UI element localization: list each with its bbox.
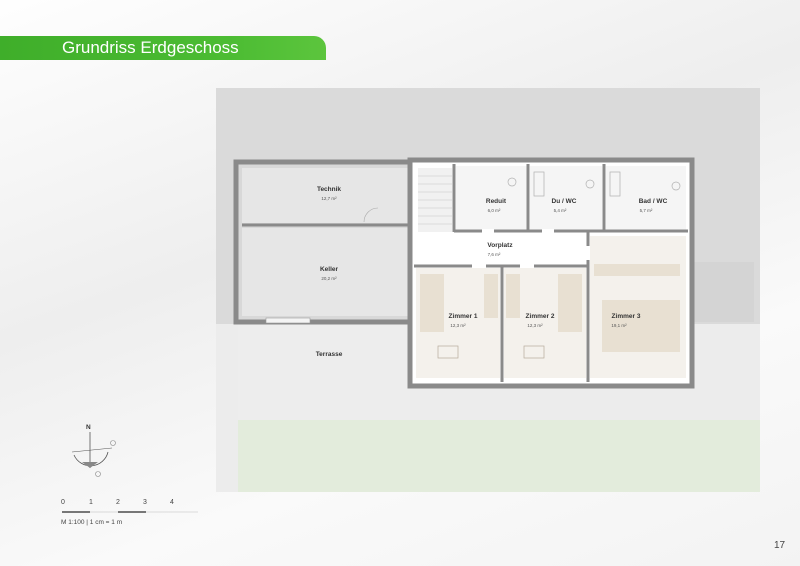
zimmer3-area: 19,1 m² — [611, 323, 627, 328]
technik-room — [242, 168, 408, 223]
compass-north-label: N — [86, 424, 91, 431]
page-title: Grundriss Erdgeschoss — [0, 36, 326, 60]
scale-bar — [62, 511, 198, 513]
zimmer2-label: Zimmer 2 — [526, 313, 555, 320]
scale-tick: 1 — [89, 499, 93, 506]
compass-icon: N — [71, 424, 116, 477]
du-wc-label: Du / WC — [552, 198, 577, 205]
keller-label: Keller — [320, 266, 339, 273]
door-swing — [363, 207, 379, 223]
toilet-2 — [585, 179, 595, 189]
bathtub — [609, 171, 621, 197]
terrace-area — [238, 322, 410, 420]
keller-area: 20,2 m² — [321, 276, 337, 281]
wardrobe-3 — [594, 264, 680, 276]
page-number: 17 — [774, 540, 786, 551]
du-wc-room — [530, 166, 602, 230]
zimmer3-label: Zimmer 3 — [612, 313, 641, 320]
reduit-area: 6,0 m² — [488, 208, 501, 213]
bad-wc-area: 5,7 m² — [640, 208, 653, 213]
wardrobe-1 — [484, 274, 498, 318]
sun-icon — [95, 471, 101, 477]
vorplatz-label: Vorplatz — [487, 242, 513, 249]
zimmer2-area: 12,3 m² — [527, 323, 543, 328]
technik-label: Technik — [317, 186, 341, 193]
scale-note: M 1:100 | 1 cm = 1 m — [61, 519, 123, 526]
terrasse-label: Terrasse — [316, 351, 343, 358]
reduit-label: Reduit — [486, 198, 507, 205]
lawn-area — [238, 420, 760, 492]
du-wc-area: 5,4 m² — [554, 208, 567, 213]
bed-3 — [602, 300, 680, 352]
bad-wc-room — [606, 166, 686, 230]
desk-1 — [437, 345, 459, 359]
keller-window — [265, 317, 311, 324]
vorplatz-area: 7,6 m² — [488, 252, 501, 257]
scale-tick: 4 — [170, 499, 174, 506]
bed-2 — [558, 274, 582, 332]
desk-2 — [523, 345, 545, 359]
bed-1 — [420, 274, 444, 332]
reduit-room — [456, 166, 528, 230]
toilet-1 — [507, 177, 517, 187]
sun-icon — [110, 440, 116, 446]
exterior-stairs — [692, 262, 754, 322]
scale-tick: 2 — [116, 499, 120, 506]
shower-1 — [533, 171, 545, 197]
zimmer1-label: Zimmer 1 — [449, 313, 478, 320]
toilet-3 — [671, 181, 681, 191]
keller-room — [242, 228, 408, 316]
scale-tick: 3 — [143, 499, 147, 506]
scale-tick: 0 — [61, 499, 65, 506]
wardrobe-2 — [506, 274, 520, 318]
bad-wc-label: Bad / WC — [639, 198, 668, 205]
main-walls — [407, 157, 695, 389]
technik-area: 12,7 m² — [321, 196, 337, 201]
zimmer1-area: 12,3 m² — [450, 323, 466, 328]
